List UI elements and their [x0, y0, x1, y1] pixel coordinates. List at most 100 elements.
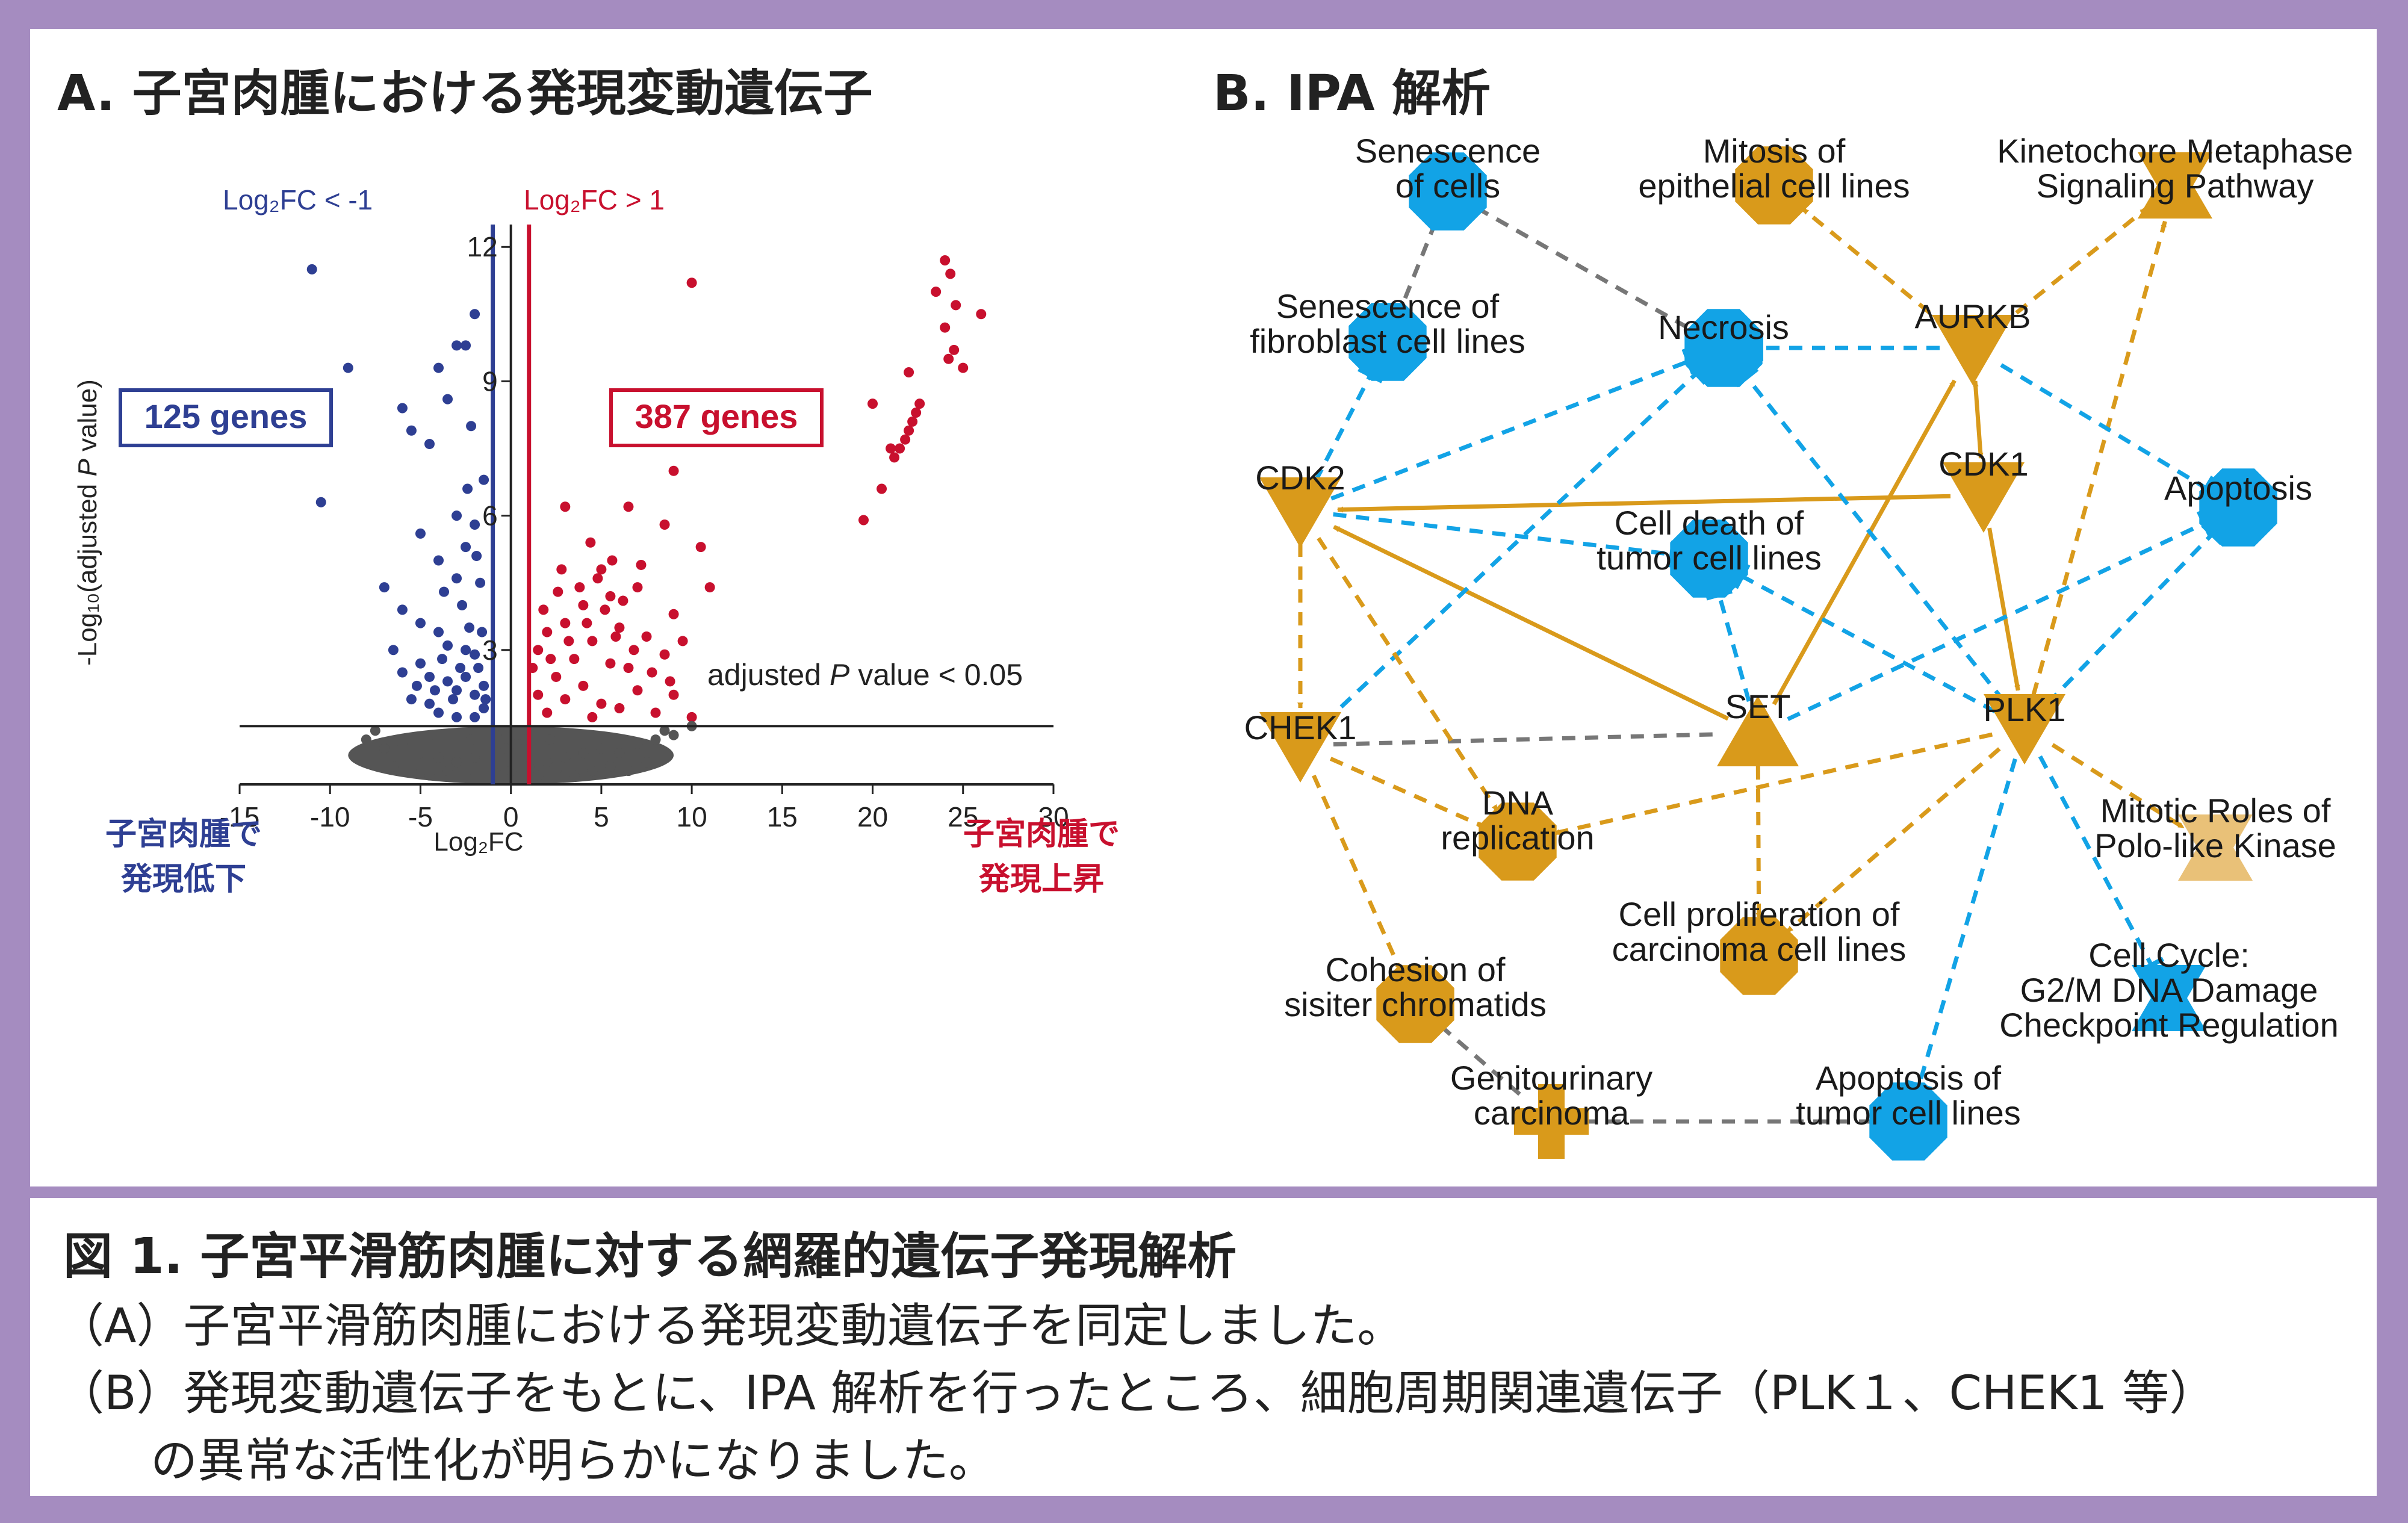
data-point — [457, 600, 468, 610]
node-necrosis — [1684, 309, 1763, 387]
data-point — [889, 452, 900, 463]
up-count-label: 387 genes — [635, 397, 798, 435]
network-edge — [2031, 220, 2167, 696]
node-chek1 — [1259, 712, 1341, 783]
data-point — [551, 766, 562, 777]
up-region-label-1: 子宮肉腫で — [963, 817, 1120, 852]
data-point — [397, 667, 408, 678]
network-edge — [2051, 743, 2185, 830]
data-point — [900, 434, 911, 445]
data-point — [464, 622, 475, 633]
node-label-plk1: PLK1 — [1984, 690, 2066, 728]
node-cohesion — [1376, 965, 1454, 1043]
data-point — [610, 631, 621, 642]
down-region-label-1: 子宮肉腫で — [105, 817, 262, 852]
data-point — [636, 559, 647, 570]
data-point — [470, 752, 480, 763]
data-point — [452, 573, 462, 584]
node-label-line: CDK1 — [1938, 445, 2028, 483]
data-point — [433, 752, 444, 763]
data-point — [587, 636, 598, 647]
network-edge — [1786, 747, 2001, 934]
y-tick-label: 3 — [482, 634, 498, 666]
data-point — [379, 582, 389, 593]
data-point — [582, 618, 592, 628]
data-point — [433, 362, 444, 373]
network-edge — [1741, 574, 1997, 714]
data-point — [569, 770, 580, 781]
data-point — [560, 694, 571, 705]
node-label-line: replication — [1441, 819, 1594, 857]
network-edge — [1745, 376, 2006, 703]
node-plk1 — [1984, 694, 2065, 765]
data-point — [951, 300, 961, 311]
data-point — [659, 649, 670, 660]
node-label-line: Cohesion of — [1326, 951, 1506, 988]
node-label-cdk2: CDK2 — [1255, 459, 1345, 497]
network-edge — [1399, 221, 1438, 308]
data-point — [462, 483, 473, 494]
data-point — [904, 425, 914, 436]
data-point — [560, 618, 571, 628]
x-tick-label: -10 — [310, 801, 350, 833]
data-point — [877, 483, 887, 494]
data-point — [605, 658, 616, 669]
node-label-line: Kinetochore Metaphase — [1997, 132, 2353, 170]
data-point — [907, 416, 918, 427]
data-point — [479, 775, 489, 786]
node-genito — [1514, 1084, 1589, 1159]
data-point — [553, 586, 563, 597]
x-axis-label: Log₂FC — [433, 827, 523, 857]
data-point — [515, 775, 526, 786]
data-point — [415, 528, 426, 539]
data-point — [379, 743, 389, 754]
y-tick-label: 6 — [482, 500, 498, 532]
node-label-line: Cell Cycle: — [2088, 936, 2250, 974]
data-point — [343, 362, 353, 373]
data-point — [466, 734, 477, 745]
x-tick-label: 5 — [594, 801, 609, 833]
data-point — [605, 761, 616, 772]
data-point — [943, 353, 954, 364]
data-point — [560, 752, 571, 763]
data-point — [370, 725, 380, 736]
node-mitotic — [2178, 814, 2253, 881]
data-point — [397, 739, 408, 749]
data-point — [668, 465, 679, 476]
data-point — [569, 654, 580, 665]
x-tick-label: 20 — [857, 801, 888, 833]
data-point — [614, 622, 625, 633]
data-point — [607, 555, 618, 566]
data-point — [545, 734, 556, 745]
network-edge — [2000, 363, 2208, 491]
x-tick-label: -15 — [220, 801, 259, 833]
data-point — [641, 631, 652, 642]
data-point — [858, 515, 869, 526]
data-point — [904, 367, 914, 378]
data-point — [940, 255, 951, 266]
data-point — [461, 542, 471, 553]
network-edge — [1323, 371, 1698, 724]
node-label-chek1: CHEK1 — [1244, 709, 1357, 746]
data-point — [578, 600, 589, 610]
network-edge — [1917, 758, 2017, 1087]
data-point — [578, 748, 589, 758]
y-tick-label: 9 — [482, 365, 498, 397]
data-point — [442, 676, 453, 687]
data-point — [587, 712, 598, 722]
network-edge — [1997, 207, 2147, 329]
data-point — [596, 564, 607, 575]
network-edge — [1336, 494, 1951, 513]
network-edge — [2038, 755, 2153, 966]
data-point — [424, 770, 435, 781]
data-point — [461, 671, 471, 682]
data-point — [659, 725, 670, 736]
node-aurkb — [1932, 315, 2014, 385]
